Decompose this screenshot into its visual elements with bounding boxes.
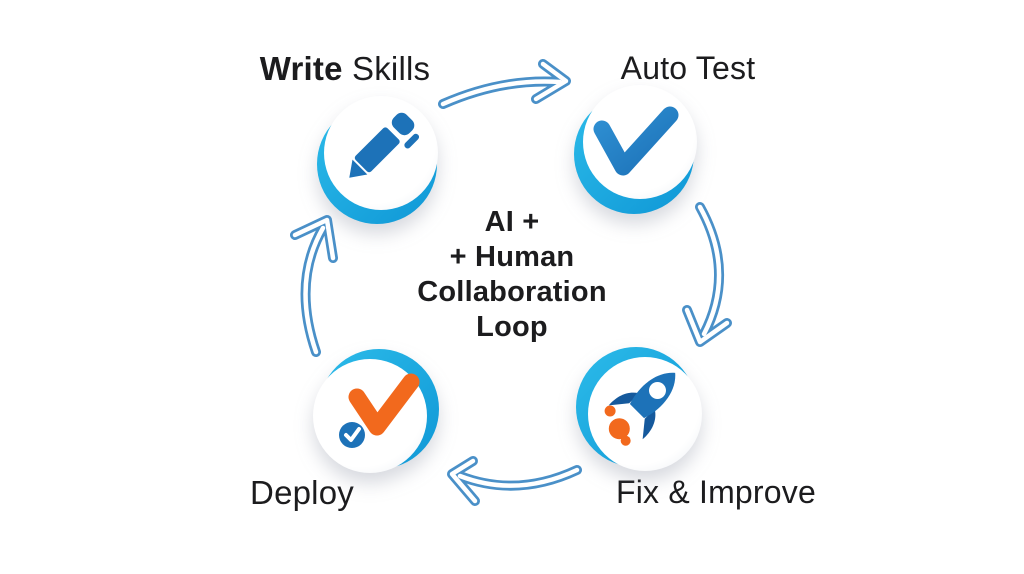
center-caption-line-2: + Human (449, 241, 575, 273)
label-write-skills-secondary: Skills (342, 50, 431, 87)
center-caption-line-1: AI + (484, 206, 540, 238)
check-icon-orange (348, 373, 420, 436)
node-fix-improve (576, 347, 702, 471)
arrow-deploy-to-write (290, 215, 338, 357)
label-auto-test: Auto Test (620, 50, 756, 86)
center-caption: AI + + Human Collaboration Loop (0, 205, 1024, 345)
checkmark-icon (593, 106, 679, 176)
label-deploy: Deploy (250, 474, 354, 511)
center-caption-line-3: Collaboration (417, 276, 607, 308)
arrow-write-to-test (438, 59, 571, 109)
label-fix-improve: Fix & Improve (616, 474, 816, 510)
arrow-test-to-fix (682, 202, 732, 347)
rocket-icon (604, 372, 676, 446)
pen-icon (349, 112, 420, 178)
node-write-skills (317, 96, 438, 224)
center-caption-line-4: Loop (476, 311, 548, 343)
node-deploy (313, 349, 439, 473)
node-auto-test (574, 85, 697, 214)
verified-badge-icon (339, 422, 365, 448)
arrow-fix-to-deploy (447, 456, 582, 506)
label-write-skills: Write Skills (245, 50, 445, 88)
label-write-skills-primary: Write (259, 50, 343, 87)
